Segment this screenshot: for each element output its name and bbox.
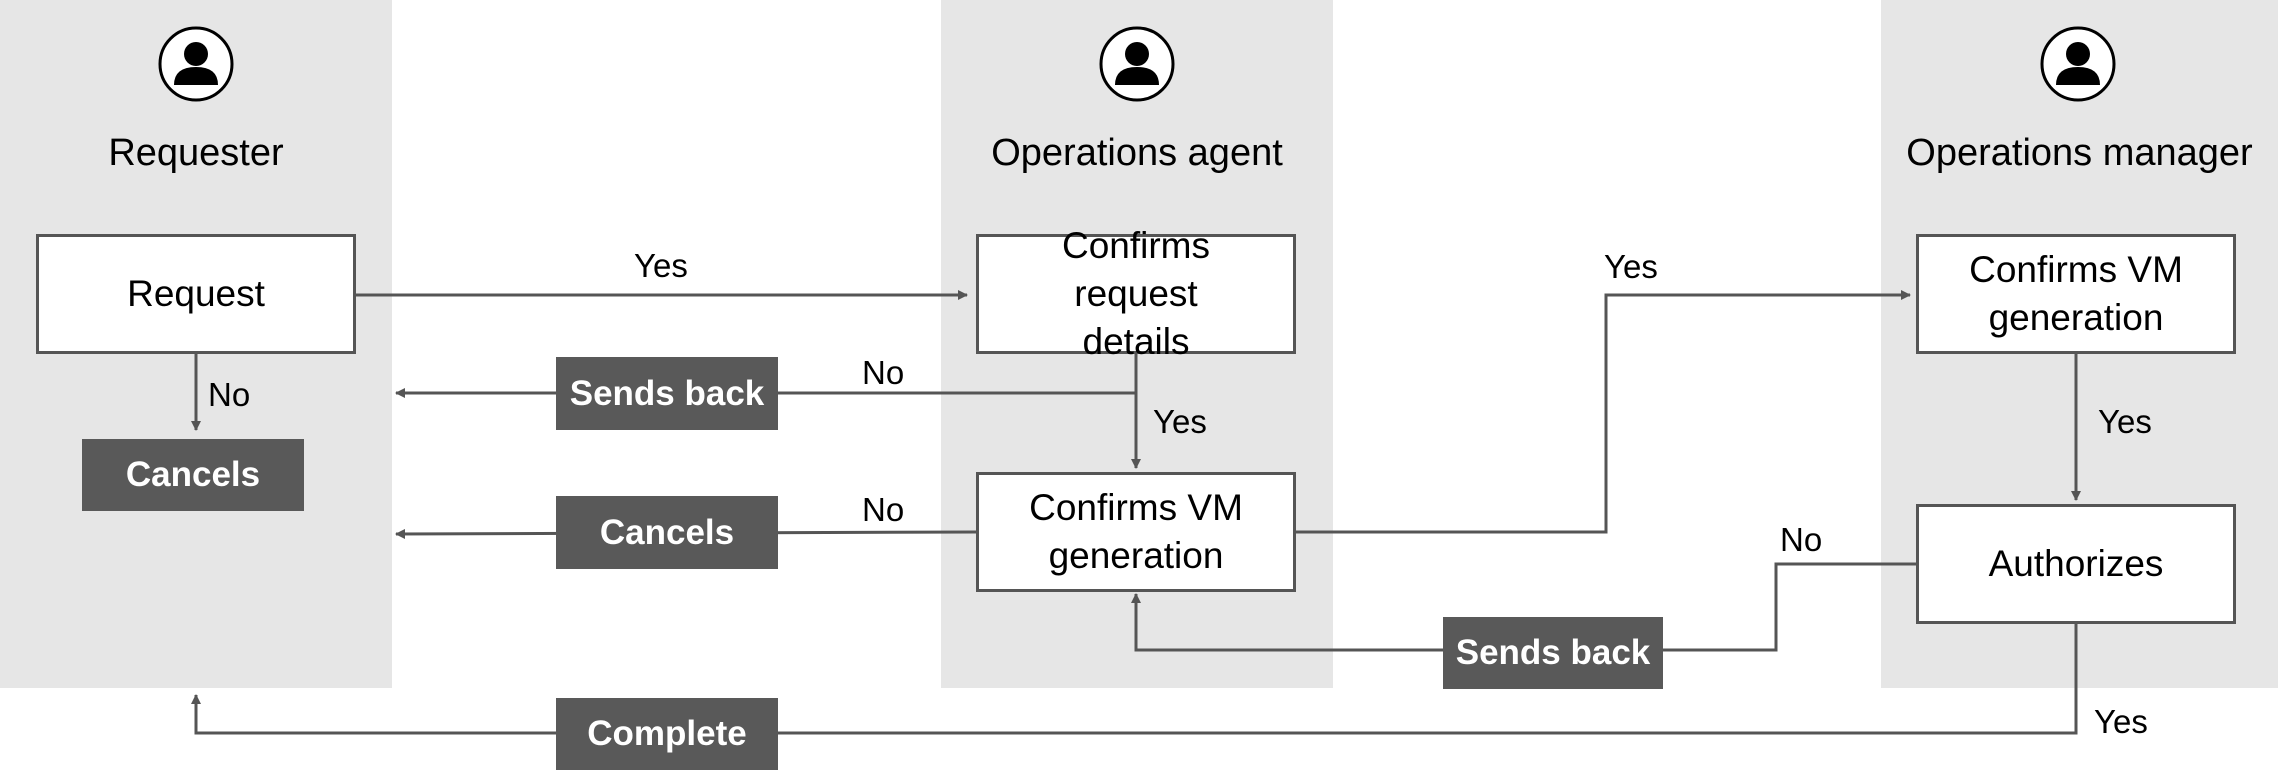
edge-label-vm-no: No (862, 491, 905, 528)
sends-back-action-2: Sends back (1443, 617, 1663, 689)
edge-label-vm-yes: Yes (1604, 248, 1658, 285)
edge-label-request-yes: Yes (634, 247, 688, 284)
manager-authorizes-box: Authorizes (1916, 504, 2236, 624)
agent-confirms-request-details-box: Confirms request details (976, 225, 1296, 362)
edge-label-details-yes: Yes (1153, 403, 1207, 440)
edge-label-manager-confirm-yes: Yes (2098, 403, 2152, 440)
agent-confirms-vm-generation-box: Confirms VM generation (976, 472, 1296, 592)
edge-label-request-no: No (208, 376, 251, 413)
complete-action: Complete (556, 698, 778, 770)
edge-label-authorize-no: No (1780, 521, 1823, 558)
user-icon (158, 26, 234, 102)
manager-authorizes-label: Authorizes (1988, 542, 2164, 584)
edge-label-authorize-yes: Yes (2094, 703, 2148, 740)
user-icon (2040, 26, 2116, 102)
manager-confirms-vm-generation-box: Confirms VM generation (1916, 234, 2236, 354)
cancels-action-2: Cancels (556, 496, 778, 569)
request-box-label: Request (127, 272, 265, 314)
manager-confirms-vm-generation-label: Confirms VM generation (1969, 248, 2183, 338)
lane-title-operations-manager: Operations manager (1906, 132, 2253, 174)
user-icon (1099, 26, 1175, 102)
lane-title-operations-agent: Operations agent (991, 132, 1283, 174)
edge-label-details-no: No (862, 354, 905, 391)
lane-title-requester: Requester (108, 132, 284, 174)
agent-confirms-vm-generation-label: Confirms VM generation (1029, 486, 1243, 576)
requester-cancels-action: Cancels (82, 439, 304, 511)
sends-back-action-1: Sends back (556, 357, 778, 430)
agent-confirms-request-details-label: Confirms request details (1061, 224, 1211, 363)
request-box: Request (36, 234, 356, 354)
